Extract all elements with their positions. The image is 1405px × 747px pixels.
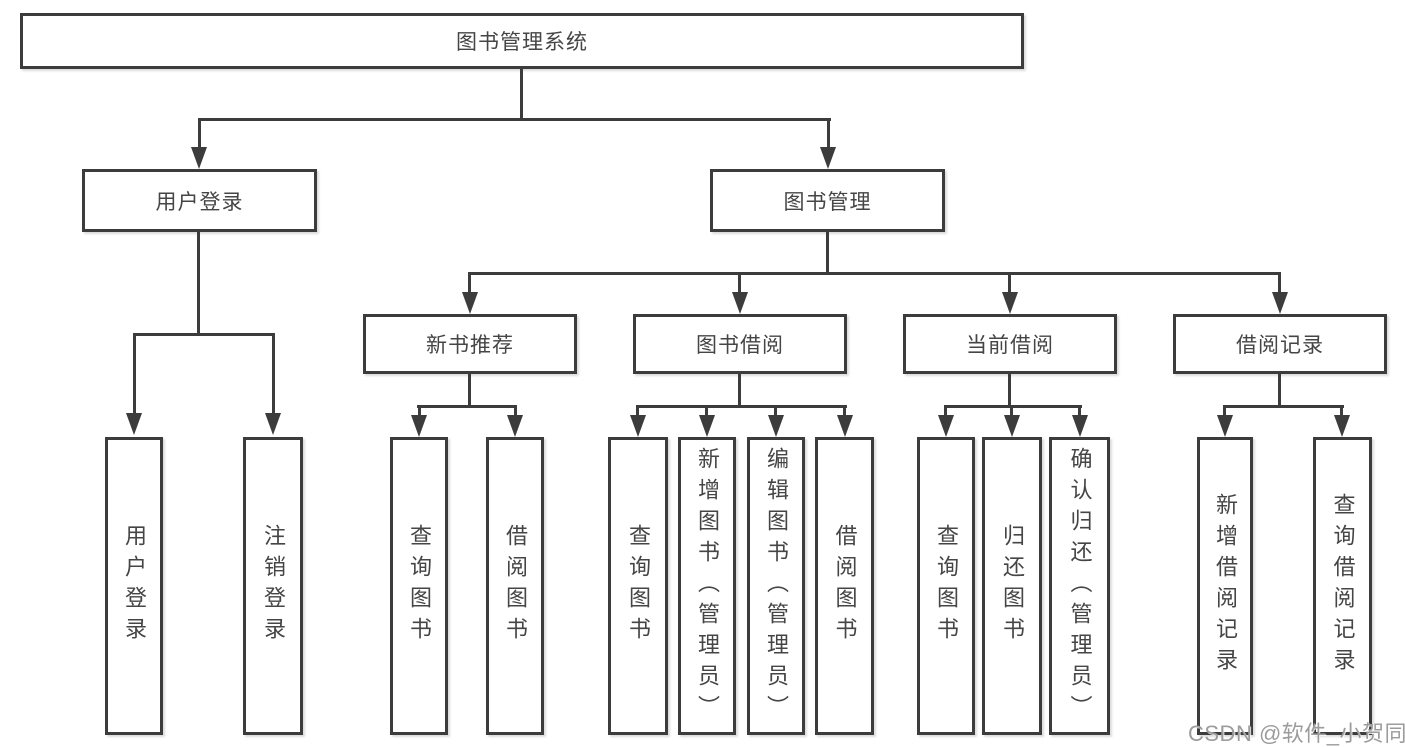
leaf-user-login: 用户登录: [105, 437, 163, 735]
node-new-book-recommend: 新书推荐: [363, 314, 577, 374]
connector-line: [514, 405, 517, 417]
connector-line: [738, 374, 741, 407]
node-label: 查询图书: [934, 524, 959, 648]
node-label: 查询图书: [407, 524, 432, 648]
arrow-down-icon: [1334, 415, 1350, 437]
connector-line: [1223, 405, 1344, 408]
connector-line: [944, 405, 947, 417]
leaf-confirm-return-admin: 确认归还（管理员）: [1049, 437, 1110, 735]
arrow-down-icon: [507, 415, 523, 437]
node-label: 新增借阅记录: [1213, 493, 1238, 679]
connector-line: [636, 405, 847, 408]
connector-line: [1010, 405, 1013, 417]
connector-line: [1278, 374, 1281, 407]
node-label: 用户登录: [122, 524, 147, 648]
connector-line: [826, 232, 829, 274]
connector-line: [944, 405, 1082, 408]
arrow-down-icon: [1217, 415, 1233, 437]
leaf-return-books: 归还图书: [982, 437, 1042, 735]
csdn-watermark: CSDN @软件_小贺同学: [1188, 721, 1405, 746]
connector-line: [843, 405, 846, 417]
node-book-management: 图书管理: [710, 169, 945, 232]
connector-line: [1278, 272, 1281, 292]
connector-line: [1340, 405, 1343, 417]
node-label: 查询借阅记录: [1330, 493, 1356, 679]
connector-line: [417, 405, 517, 408]
node-label: 编辑图书（管理员）: [764, 446, 789, 726]
arrow-down-icon: [1004, 415, 1020, 437]
connector-line: [1223, 405, 1226, 417]
node-label: 注销登录: [261, 524, 286, 648]
node-label: 图书借阅: [696, 334, 784, 357]
arrow-down-icon: [126, 413, 142, 435]
connector-line: [197, 232, 200, 335]
arrow-down-icon: [462, 292, 478, 314]
arrow-down-icon: [1272, 292, 1288, 314]
connector-line: [738, 272, 741, 292]
arrow-down-icon: [732, 292, 748, 314]
connector-line: [133, 333, 275, 336]
arrow-down-icon: [699, 415, 715, 437]
arrow-down-icon: [837, 415, 853, 437]
arrow-down-icon: [938, 415, 954, 437]
leaf-query-books-recommend: 查询图书: [390, 437, 448, 735]
node-label: 借阅图书: [832, 524, 858, 648]
connector-line: [418, 405, 421, 417]
arrow-down-icon: [630, 415, 646, 437]
connector-line: [1008, 374, 1011, 407]
connector-line: [133, 333, 136, 413]
node-book-borrowing: 图书借阅: [633, 314, 847, 374]
connector-line: [705, 405, 708, 417]
arrow-down-icon: [1002, 292, 1018, 314]
node-label: 图书管理系统: [456, 31, 588, 54]
arrow-down-icon: [411, 415, 427, 437]
connector-line: [198, 118, 201, 148]
leaf-logout: 注销登录: [243, 437, 303, 735]
leaf-query-borrow-record: 查询借阅记录: [1313, 437, 1372, 735]
arrow-down-icon: [1072, 415, 1088, 437]
leaf-borrow-books-recommend: 借阅图书: [486, 437, 544, 735]
leaf-borrow-books-borrowing: 借阅图书: [815, 437, 874, 735]
node-label: 归还图书: [1000, 524, 1025, 648]
node-user-login: 用户登录: [82, 169, 317, 232]
leaf-query-books-borrowing: 查询图书: [608, 437, 668, 735]
leaf-add-books-admin: 新增图书（管理员）: [678, 437, 736, 735]
node-label: 查询图书: [626, 524, 651, 648]
arrow-down-icon: [768, 415, 784, 437]
node-borrowing-records: 借阅记录: [1173, 314, 1387, 374]
connector-line: [468, 374, 471, 407]
node-label: 新增图书（管理员）: [695, 446, 720, 726]
connector-line: [520, 69, 523, 120]
node-library-management-system: 图书管理系统: [20, 13, 1024, 69]
leaf-edit-books-admin: 编辑图书（管理员）: [747, 437, 805, 735]
connector-line: [774, 405, 777, 417]
leaf-add-borrow-record: 新增借阅记录: [1197, 437, 1253, 735]
connector-line: [469, 272, 1281, 275]
connector-line: [1008, 272, 1011, 292]
connector-line: [636, 405, 639, 417]
connector-line: [198, 118, 831, 121]
node-label: 新书推荐: [426, 334, 514, 357]
connector-line: [1078, 405, 1081, 417]
connector-line: [468, 272, 471, 292]
node-current-borrowing: 当前借阅: [903, 314, 1117, 374]
node-label: 当前借阅: [966, 334, 1054, 357]
leaf-query-books-current: 查询图书: [917, 437, 975, 735]
node-label: 借阅图书: [503, 524, 528, 648]
connector-line: [827, 118, 830, 148]
node-label: 用户登录: [155, 190, 244, 214]
node-label: 图书管理: [783, 190, 872, 214]
arrow-down-icon: [265, 413, 281, 435]
arrow-down-icon: [820, 147, 836, 169]
arrow-down-icon: [191, 147, 207, 169]
node-label: 确认归还（管理员）: [1067, 446, 1093, 726]
connector-line: [272, 333, 275, 413]
node-label: 借阅记录: [1236, 334, 1324, 357]
